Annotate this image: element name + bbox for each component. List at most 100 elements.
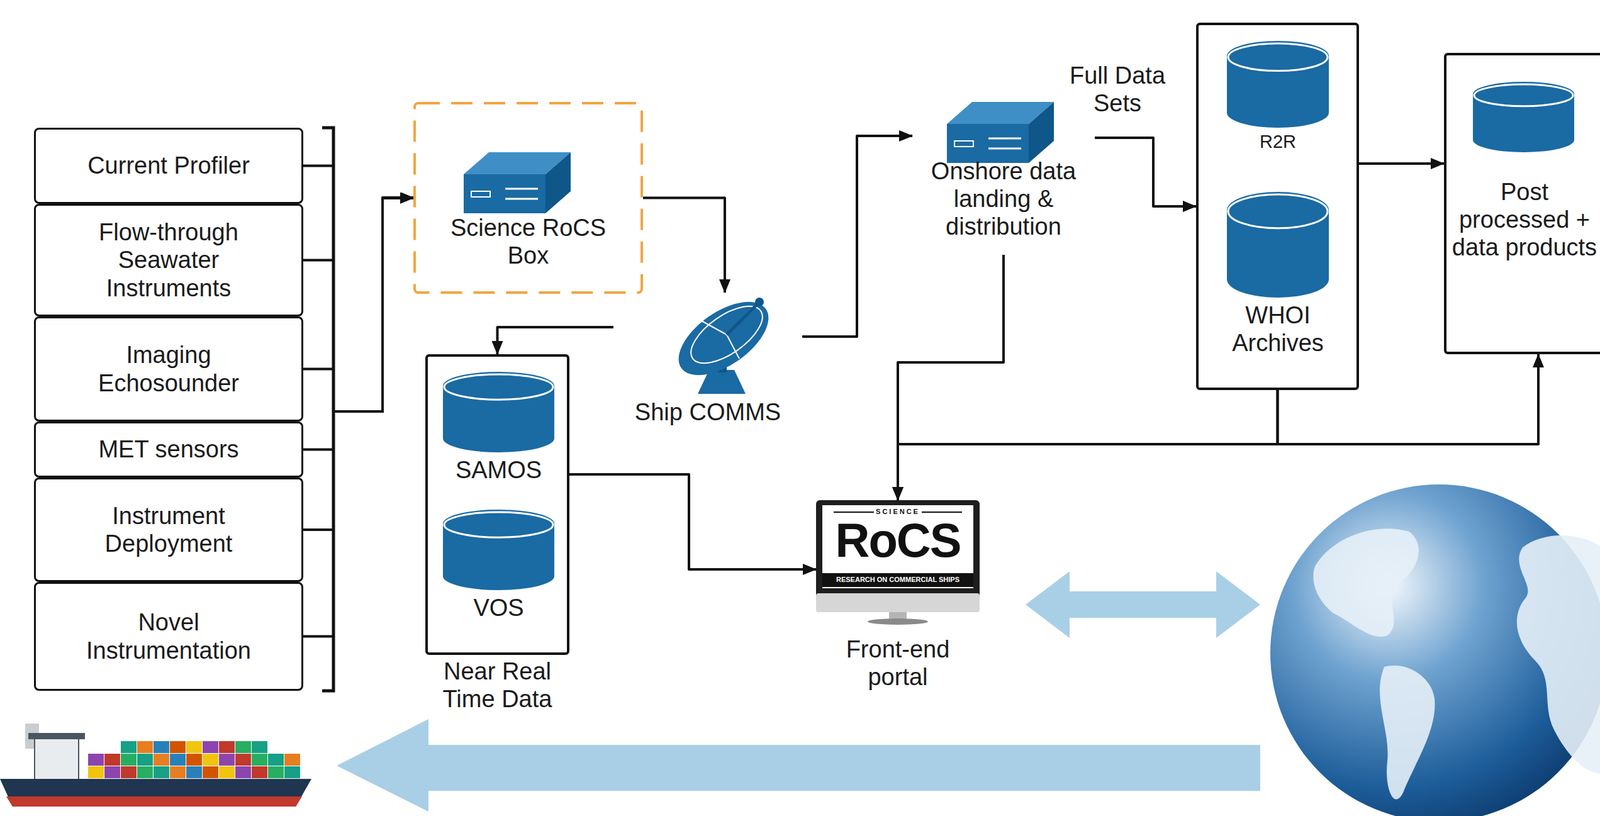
instrument-box: Novel Instrumentation — [33, 581, 304, 691]
container — [235, 766, 252, 779]
continent — [1313, 528, 1419, 637]
container — [88, 766, 104, 779]
container — [235, 741, 252, 754]
database-icon — [1471, 81, 1576, 154]
connector-arrow — [303, 198, 414, 413]
node-text: RESEARCH ON COMMERCIAL SHIPS — [822, 575, 974, 584]
node-text: Onshore data landing & distribution — [912, 157, 1095, 241]
connector-arrow — [1277, 354, 1539, 445]
satellite-dish — [663, 295, 781, 397]
node-text: MET sensors — [75, 435, 262, 464]
database-node: R2R — [1224, 40, 1332, 180]
database-icon — [441, 509, 556, 592]
container — [218, 753, 235, 766]
container — [169, 766, 186, 779]
products-box: Post processed + data products — [1443, 52, 1600, 355]
container — [251, 766, 268, 779]
database-node: WHOI Archives — [1224, 191, 1332, 375]
connector-arrow — [897, 390, 1278, 501]
container-ship — [0, 723, 312, 807]
connector-arrow — [1094, 137, 1197, 207]
return-arrow — [336, 719, 1261, 812]
connector-arrow — [303, 198, 414, 413]
ship-bridge-roof — [28, 732, 85, 740]
container — [104, 753, 121, 766]
front-end-portal: SCIENCERoCS RESEARCH ON COMMERCIAL SHIPS F… — [816, 500, 980, 702]
node-text: Imaging Echosounder — [35, 341, 302, 397]
container — [218, 766, 235, 779]
continent — [1516, 535, 1600, 774]
node-text: Near Real Time Data — [422, 657, 574, 713]
instrument-box: Current Profiler — [33, 127, 304, 204]
container — [186, 766, 202, 779]
connector-arrow — [497, 327, 615, 355]
container — [104, 766, 121, 779]
archive-group-box: R2R WHOI Archives — [1196, 22, 1360, 391]
connector-arrow — [1359, 162, 1444, 165]
node-text: Front-end portal — [822, 635, 974, 691]
container — [186, 753, 202, 766]
continent — [1379, 665, 1435, 800]
connector-arrow — [303, 166, 414, 413]
globe-sphere — [1270, 484, 1600, 816]
connector-arrow — [643, 198, 725, 294]
container — [251, 741, 268, 754]
node-text: SCIENCE — [822, 507, 974, 516]
container — [137, 766, 153, 779]
container — [202, 753, 219, 766]
connector-arrow — [303, 198, 414, 637]
database-node: SAMOS — [440, 371, 557, 492]
node-text: Science RoCS Box — [443, 213, 614, 270]
container — [202, 766, 219, 779]
node-text: VOS — [427, 593, 570, 622]
node-text: Flow-through Seawater Instruments — [35, 218, 302, 302]
node-text: R2R — [1211, 131, 1344, 153]
ship-comms: Ship COMMS — [613, 292, 803, 428]
node-text: Current Profiler — [64, 151, 273, 180]
container — [153, 741, 170, 754]
connector-arrow — [569, 474, 817, 570]
container — [88, 753, 104, 766]
container — [268, 753, 284, 766]
container — [120, 753, 137, 766]
container — [169, 753, 186, 766]
container — [186, 741, 202, 754]
container — [284, 753, 301, 766]
bracket — [322, 127, 334, 691]
instrument-box: Imaging Echosounder — [33, 316, 304, 422]
database-node: VOS — [440, 509, 557, 630]
node-text: Post processed + data products — [1450, 178, 1599, 262]
node-text: Ship COMMS — [613, 398, 803, 426]
rocs-box: Science RoCS Box — [413, 101, 644, 294]
container — [284, 766, 301, 779]
container — [137, 741, 153, 754]
ship-bridge — [34, 737, 79, 781]
instrument-box: Instrument Deployment — [33, 477, 304, 582]
container — [137, 753, 153, 766]
node-text: WHOI Archives — [1211, 301, 1344, 357]
container — [268, 766, 284, 779]
container — [120, 741, 137, 754]
data-group-box: Near Real Time DataSAMOSVOS — [425, 354, 570, 655]
database-icon — [441, 371, 556, 454]
container — [169, 741, 186, 754]
database-icon — [1225, 191, 1331, 299]
connector-arrow — [802, 135, 913, 337]
double-arrow — [1025, 571, 1261, 638]
container — [251, 753, 268, 766]
ship-waterline — [6, 796, 303, 807]
server-icon — [463, 152, 571, 214]
container — [235, 753, 252, 766]
container — [153, 753, 170, 766]
instrument-box: MET sensors — [33, 421, 304, 478]
container — [202, 741, 219, 754]
onshore-server: Onshore data landing & distribution — [912, 96, 1095, 255]
node-text: Novel Instrumentation — [35, 608, 302, 664]
node-text: RoCS — [822, 516, 974, 565]
edge-label: Full Data Sets — [1057, 61, 1178, 118]
globe — [1270, 484, 1600, 816]
container — [153, 766, 170, 779]
node-text: SAMOS — [427, 456, 570, 484]
container — [120, 766, 137, 779]
server-icon — [946, 101, 1054, 163]
